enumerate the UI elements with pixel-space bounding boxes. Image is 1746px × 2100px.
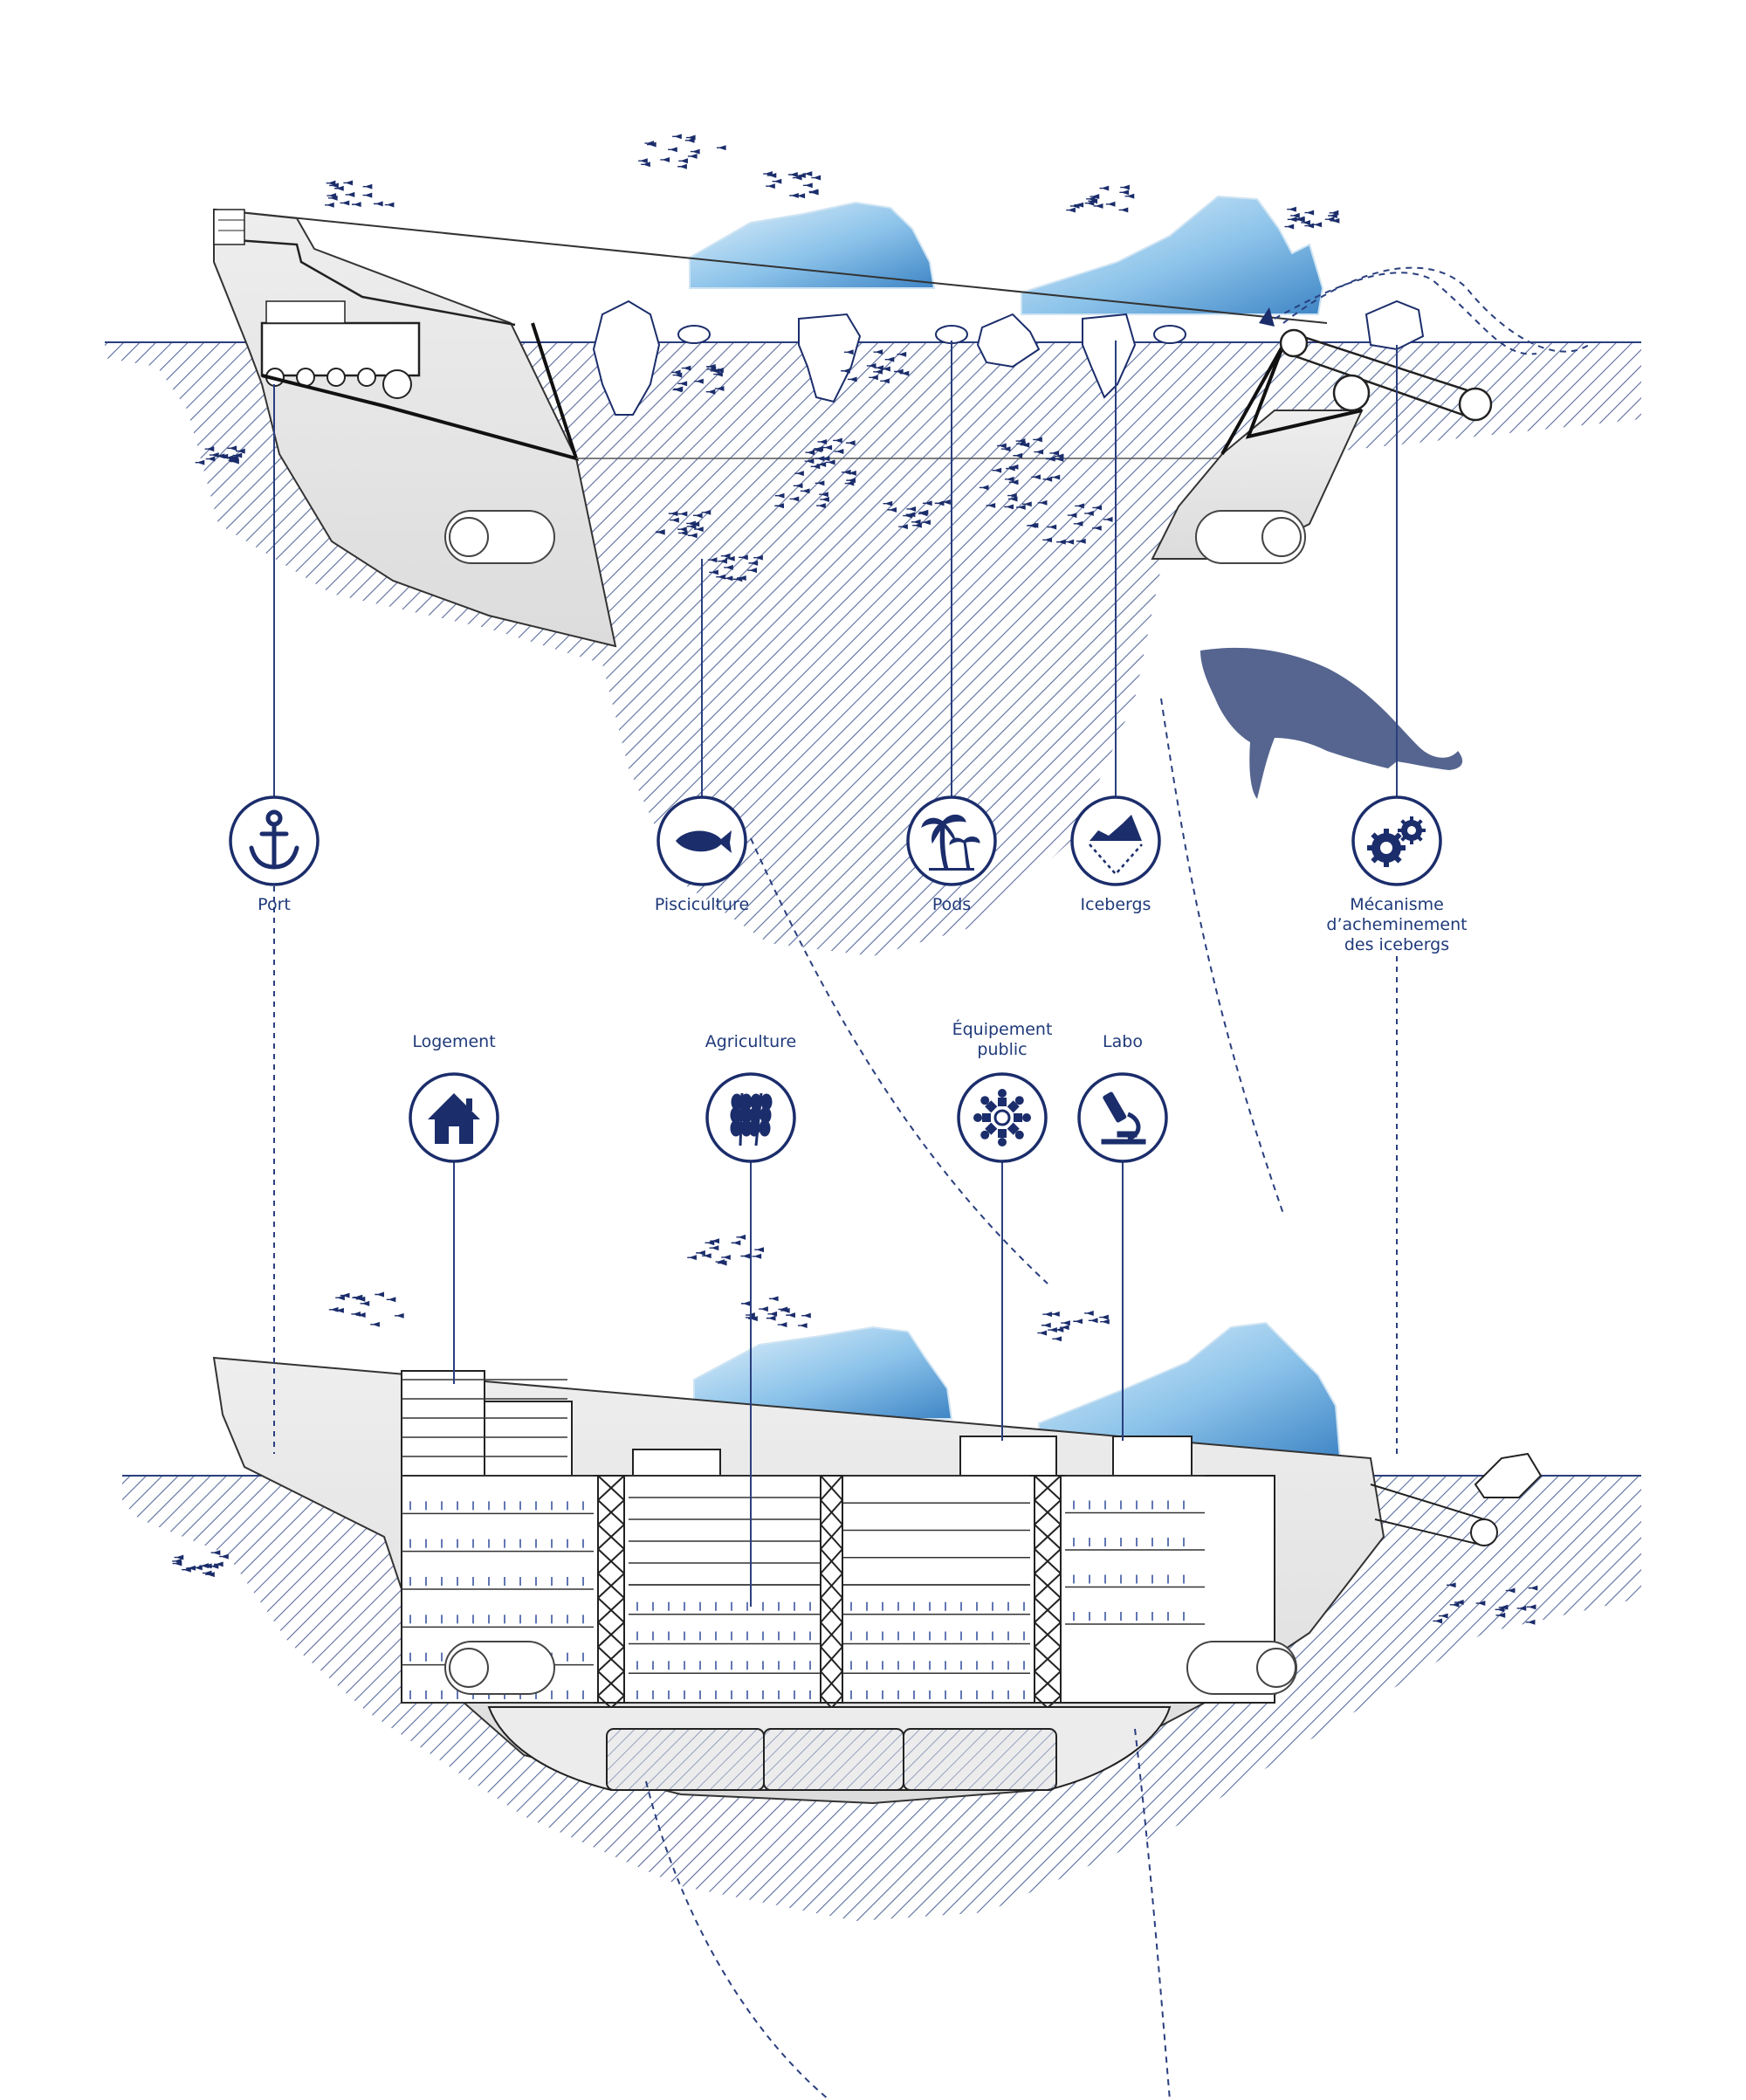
- label-pisciculture: Pisciculture: [654, 895, 750, 914]
- upper-floating-icebergs: [592, 300, 1425, 416]
- lower-floors: [402, 1379, 1205, 1704]
- iceberg-icon: [1070, 795, 1161, 886]
- upper-fish-schools: [195, 134, 1340, 582]
- upper-thrusters: [444, 510, 1306, 564]
- fish-icon: [656, 795, 747, 886]
- upper-pods: [677, 325, 1186, 344]
- lower-trajectories: [645, 1728, 1171, 2100]
- lower-cores: [597, 1475, 1062, 1721]
- community-icon: [957, 1072, 1048, 1163]
- microscope-icon: [1077, 1072, 1168, 1163]
- upper-conveyor: [1259, 307, 1493, 422]
- lower-section: [122, 1234, 1641, 2100]
- gears-icon: [1351, 795, 1442, 886]
- upper-hull-edge: [261, 322, 580, 461]
- connector-lines: [273, 341, 1398, 1607]
- lower-thrusters: [444, 1641, 1297, 1695]
- upper-trajectories: [750, 266, 1590, 1284]
- label-mecanisme: Mécanisme d’acheminement des icebergs: [1326, 895, 1468, 954]
- house-icon: [409, 1072, 499, 1163]
- label-icebergs: Icebergs: [1080, 895, 1151, 914]
- palm-trees-icon: [906, 795, 997, 886]
- lower-conveyor: [1370, 1452, 1543, 1547]
- whale-silhouette: [1200, 647, 1463, 799]
- wheat-icon: [705, 1072, 796, 1163]
- upper-section: [105, 134, 1641, 1284]
- lower-fish-schools: [172, 1234, 1538, 1625]
- label-pods: Pods: [931, 895, 972, 914]
- anchor-icon: [229, 795, 320, 886]
- label-logement: Logement: [412, 1032, 496, 1051]
- label-port: Port: [258, 895, 291, 914]
- label-agriculture: Agriculture: [705, 1032, 797, 1051]
- upper-iceberg-left: [689, 201, 936, 289]
- label-equipement: Équipement public: [952, 1020, 1053, 1059]
- upper-deck-line: [213, 209, 1328, 324]
- lower-tanks: [487, 1706, 1172, 1791]
- dashed-connectors: [273, 886, 1398, 1454]
- label-labo: Labo: [1103, 1032, 1143, 1051]
